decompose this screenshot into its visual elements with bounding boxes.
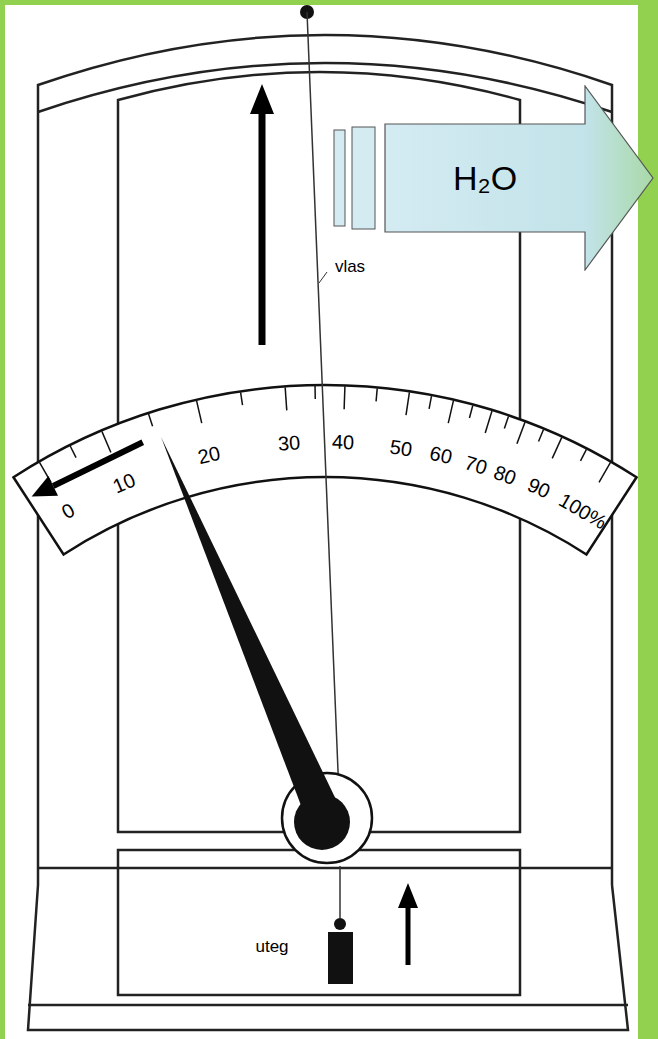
flow-label: H₂O (453, 161, 517, 195)
scale-tick (285, 387, 287, 410)
scale-tick (102, 431, 111, 452)
frame-inner-arch (38, 63, 612, 112)
scale-number: 20 (196, 443, 222, 467)
scale-number: 50 (389, 436, 414, 459)
scale-tick (149, 414, 153, 426)
weight-window (118, 850, 520, 995)
scale-tick (469, 405, 472, 418)
weight-up-arrow-head (398, 883, 418, 908)
hair-up-arrow-head (250, 84, 274, 114)
scale-tick (376, 388, 377, 401)
part-label: vlas (335, 258, 365, 275)
water-flow-arrow: H₂O (333, 85, 655, 271)
scale-tick (504, 416, 508, 428)
scale-tick (517, 422, 525, 444)
part-label: uteg (255, 938, 288, 955)
scale-tick (485, 411, 492, 433)
scale-tick (448, 401, 453, 423)
scale-tick (580, 449, 586, 461)
scale-tick (539, 429, 544, 441)
weight-up-arrow-shaft (406, 905, 411, 965)
scale-arrow (32, 442, 143, 496)
pointer-needle (161, 437, 341, 825)
scale-arrow-head (32, 476, 58, 496)
scale-number: 40 (332, 432, 355, 453)
scale-tick (241, 392, 243, 405)
base-plinth-line (28, 1004, 628, 1007)
pivot-disk (294, 794, 350, 850)
flow-stripe (334, 130, 345, 226)
scale-tick (197, 401, 202, 423)
scale-tick (343, 386, 345, 409)
weight-symbol (328, 932, 353, 984)
weight-hook (334, 918, 346, 930)
scale-tick (314, 386, 316, 399)
flow-stripe (352, 127, 375, 229)
scale-tick (406, 392, 409, 415)
leader-line (319, 272, 327, 283)
scale-tick (429, 396, 431, 409)
weight-string (339, 866, 341, 918)
scale-number: 30 (277, 432, 301, 454)
hair-up-arrow-shaft (259, 110, 266, 345)
scale-number: 60 (428, 443, 454, 467)
base-top-line (38, 867, 612, 870)
scale-tick (70, 446, 76, 458)
scale-tick (599, 462, 611, 482)
arrow-shape (385, 86, 653, 270)
scale-tick (552, 437, 562, 458)
